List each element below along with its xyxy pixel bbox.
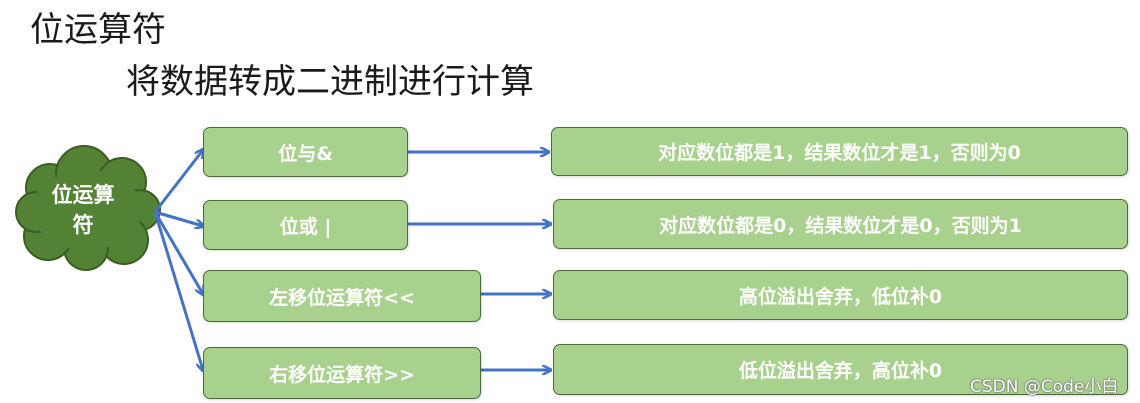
arrow-root-to-or <box>154 210 203 226</box>
page-title: 位运算符 <box>30 10 166 50</box>
page-subtitle: 将数据转成二进制进行计算 <box>126 62 534 102</box>
description-box-or: 对应数位都是0，结果数位才是0，否则为1 <box>553 199 1128 249</box>
arrow-root-to-rshift <box>153 211 203 370</box>
operator-box-or: 位或 | <box>203 200 408 250</box>
description-box-right-shift: 低位溢出舍弃，高位补0 <box>553 344 1128 395</box>
description-box-and: 对应数位都是1，结果数位才是1，否则为0 <box>551 127 1128 176</box>
description-box-left-shift: 高位溢出舍弃，低位补0 <box>553 270 1128 320</box>
cloud-shape <box>15 145 161 271</box>
root-label: 位运算 符 <box>28 180 138 240</box>
watermark: CSDN @Code小白 <box>970 377 1119 397</box>
root-label-line1: 位运算 <box>51 183 115 207</box>
arrow-root-to-lshift <box>153 211 203 294</box>
root-label-line2: 符 <box>72 213 94 237</box>
operator-box-left-shift: 左移位运算符<< <box>203 270 481 322</box>
operator-box-right-shift: 右移位运算符>> <box>203 347 481 399</box>
arrow-root-to-and <box>153 150 203 213</box>
operator-box-and: 位与& <box>203 127 408 177</box>
